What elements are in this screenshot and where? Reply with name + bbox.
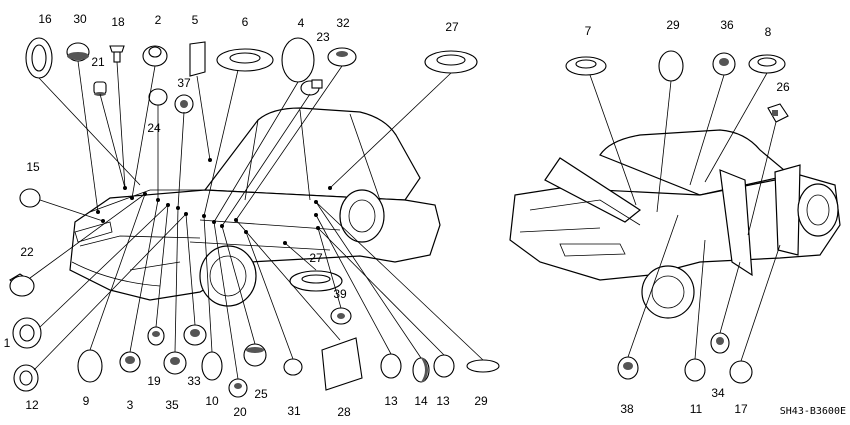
part-29a-shape [466,359,500,373]
part-20-shape [228,378,248,398]
callout-2: 2 [155,13,162,27]
callout-30: 30 [73,12,87,26]
part-16-shape [25,37,53,79]
part-11-shape [684,358,706,382]
callout-35: 35 [165,398,179,412]
callout-39: 39 [333,287,347,301]
callout-34: 34 [711,386,725,400]
callout-19: 19 [147,374,161,388]
callout-8: 8 [765,25,772,39]
part-21-shape [93,81,107,96]
callout-23: 23 [316,30,330,44]
callout-36: 36 [720,18,734,32]
part-13b-shape [433,354,455,378]
callout-20: 20 [233,405,247,419]
part-29b-shape [658,50,684,82]
part-17-shape [729,360,753,384]
callout-28: 28 [337,405,351,419]
callout-16: 16 [38,12,52,26]
part-3-shape [119,351,141,373]
part-14-shape [412,357,430,383]
callout-11: 11 [690,402,703,416]
callout-4: 4 [298,16,305,30]
part-39-shape [330,307,352,325]
part-30-shape [66,42,90,62]
callout-1: 1 [4,336,11,350]
part-35-shape [163,351,187,375]
callout-13b: 13 [436,394,450,408]
callout-25: 25 [254,387,268,401]
callout-37: 37 [177,76,191,90]
callout-10: 10 [205,394,219,408]
part-4-shape [281,37,315,83]
part-5-shape [189,41,206,77]
callout-32: 32 [336,16,350,30]
callout-38: 38 [620,402,634,416]
part-10-shape [201,351,223,381]
callout-21: 21 [91,55,105,69]
part-34-shape [710,332,730,354]
callout-numbers: 16 30 18 2 5 6 4 32 23 27 21 37 24 15 22… [4,12,846,419]
callout-3: 3 [127,398,134,412]
callout-12: 12 [25,398,39,412]
callout-27b: 27 [309,251,323,265]
callout-17: 17 [734,402,748,416]
callout-15: 15 [26,160,40,174]
callout-29a: 29 [474,394,488,408]
part-18-shape [109,45,125,63]
part-38-shape [617,356,639,380]
callout-13a: 13 [384,394,398,408]
part-shapes [9,37,789,398]
part-6-shape [216,48,274,72]
callout-33: 33 [187,374,201,388]
part-25-shape [243,343,267,367]
part-7-shape [565,56,607,76]
part-26-shape [767,103,789,123]
part-33-shape [183,324,207,346]
part-13a-shape [380,353,402,379]
callout-27a: 27 [445,20,459,34]
leader-lines [29,60,781,380]
right-car-body [509,129,841,319]
part-28-shape [321,337,363,391]
left-car-body [69,107,441,307]
callout-22: 22 [20,245,34,259]
part-36-shape [712,52,736,76]
part-31-shape [283,358,303,376]
part-1-shape [12,317,42,349]
callout-26: 26 [776,80,790,94]
callout-7: 7 [585,24,592,38]
callout-9: 9 [83,394,90,408]
part-24-shape [148,88,168,106]
part-8-shape [748,54,786,74]
part-32-shape [327,47,357,67]
part-37-shape [174,94,194,114]
callout-31: 31 [287,404,301,418]
part-27a-shape [424,50,478,74]
diagram-code: SH43-B3600E [780,406,846,417]
callout-6: 6 [242,15,249,29]
part-12-shape [13,364,39,392]
callout-18: 18 [111,15,125,29]
callout-29b: 29 [666,18,680,32]
part-27b-shape [289,270,343,292]
part-15-shape [19,188,41,208]
part-19-shape [147,326,165,346]
part-23-shape [300,79,323,96]
callout-14: 14 [414,394,428,408]
part-2-shape [142,45,168,67]
callout-24: 24 [147,121,161,135]
part-9-shape [77,349,103,383]
callout-5: 5 [192,13,199,27]
part-22-shape [9,273,35,297]
